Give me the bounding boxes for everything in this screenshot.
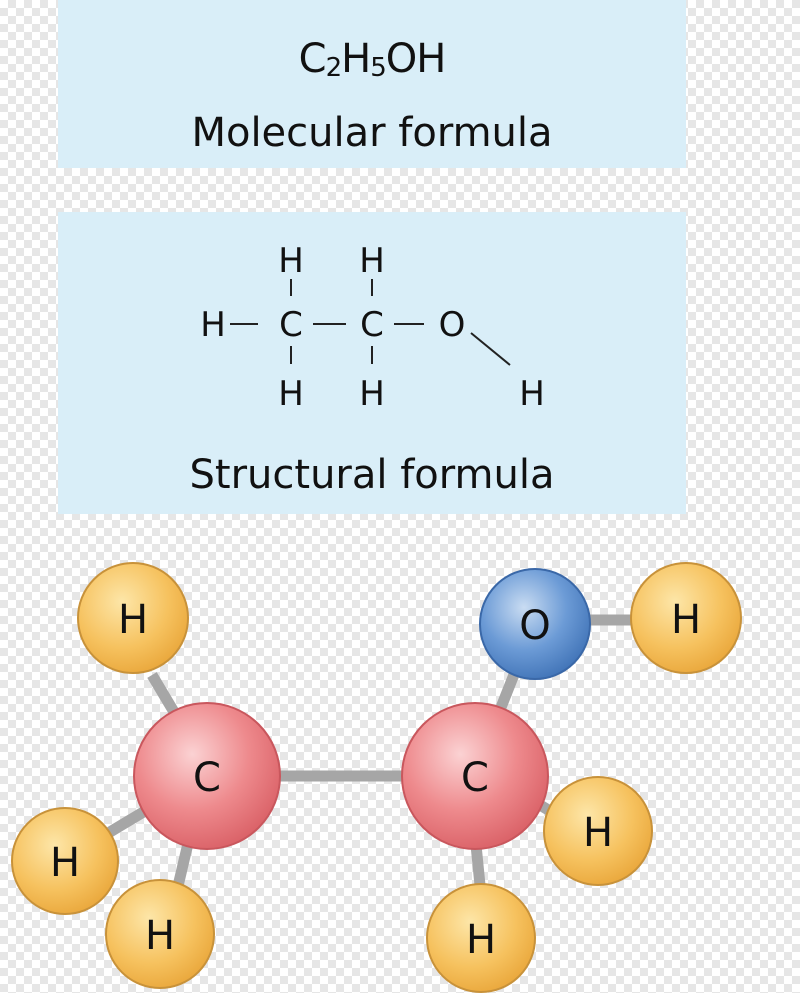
- atom-c-right-label: C: [461, 755, 489, 801]
- formula-carbon: C: [298, 36, 327, 82]
- atom-h-right: H: [543, 776, 653, 886]
- atom-h-top-left: H: [77, 562, 189, 674]
- molecular-formula: C2H5OH: [58, 36, 686, 83]
- struct-h-c2-top: H: [359, 241, 385, 281]
- atom-h-bottom-left-label: H: [50, 840, 80, 886]
- atom-h-oxygen-label: H: [671, 597, 701, 643]
- formula-hydroxyl: OH: [385, 36, 447, 82]
- formula-carbon-count: 2: [325, 53, 343, 83]
- struct-o: O: [439, 305, 466, 345]
- atom-o-label: O: [519, 603, 550, 649]
- atom-h-bottom-right-label: H: [466, 917, 496, 963]
- struct-h-c1-bottom: H: [278, 374, 304, 414]
- atom-o: O: [479, 568, 591, 680]
- atom-c-right: C: [401, 702, 549, 850]
- struct-h-c2-bottom: H: [359, 374, 385, 414]
- atom-c-left: C: [133, 702, 281, 850]
- formula-hydrogen-count: 5: [370, 53, 387, 83]
- formula-hydrogen: H: [341, 36, 371, 82]
- atom-c-left-label: C: [193, 755, 221, 801]
- atom-h-bottom-mid: H: [105, 879, 215, 989]
- struct-h-oxygen: H: [519, 374, 545, 414]
- molecular-formula-panel: C2H5OH Molecular formula: [58, 0, 686, 168]
- struct-h-c1-top: H: [278, 241, 304, 281]
- molecular-formula-caption: Molecular formula: [191, 110, 553, 156]
- bond-o-h: [470, 332, 511, 366]
- struct-c1: C: [279, 305, 303, 345]
- struct-h-left: H: [200, 305, 226, 345]
- atom-h-bottom-left: H: [11, 807, 119, 915]
- atom-h-bottom-mid-label: H: [145, 913, 175, 959]
- ball-and-stick-model: H C C O H H H H: [11, 562, 742, 993]
- atom-h-top-left-label: H: [118, 597, 148, 643]
- structural-formula-drawing: H H H C C O H H H: [200, 241, 545, 414]
- atom-h-right-label: H: [583, 810, 613, 856]
- structural-bonds: [230, 279, 511, 366]
- structural-formula-caption: Structural formula: [189, 452, 555, 498]
- atom-h-oxygen: H: [630, 562, 742, 674]
- structural-formula-panel: H H H C C O H H H Structural formula: [58, 212, 686, 514]
- struct-c2: C: [360, 305, 384, 345]
- atom-h-bottom-right: H: [426, 883, 536, 993]
